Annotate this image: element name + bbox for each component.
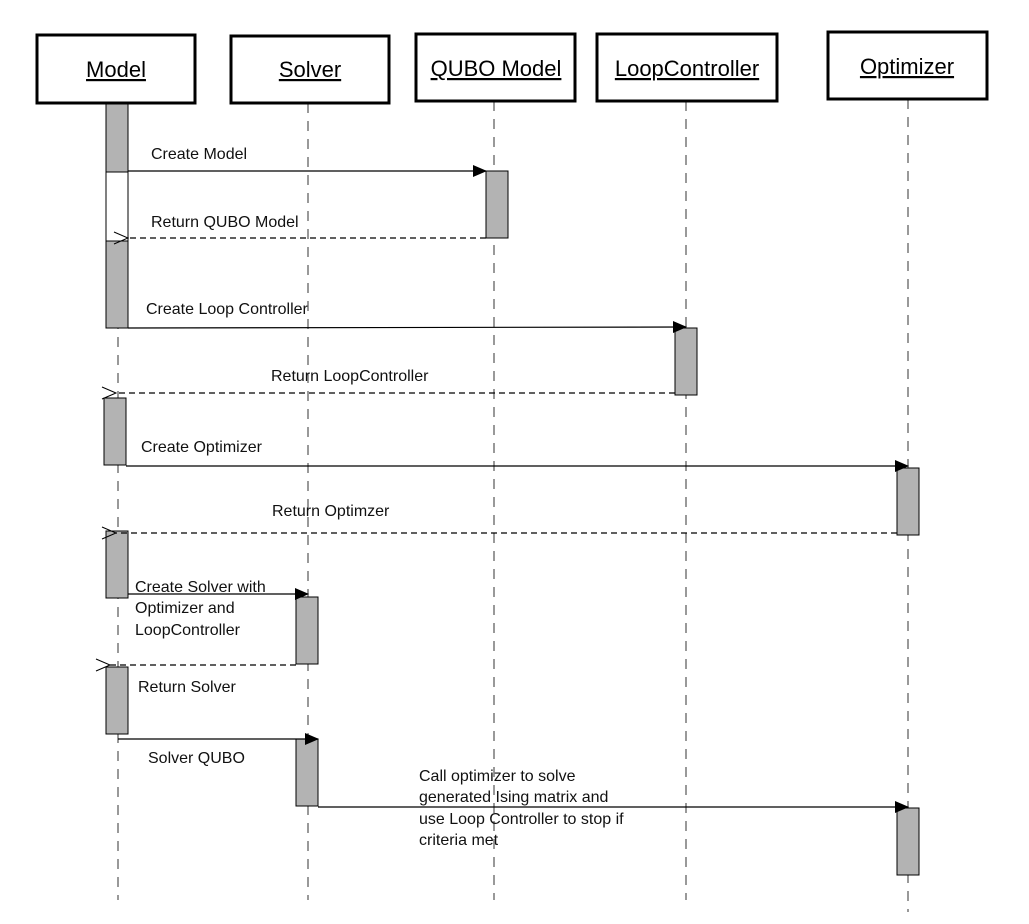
message-label-create-model: Create Model: [151, 146, 247, 163]
activation-bar: [896, 467, 920, 536]
activation-bar: [105, 171, 129, 242]
message-label-line: LoopController: [135, 622, 241, 639]
activation-bar: [105, 666, 129, 735]
actor-loopcontroller: LoopController: [595, 32, 779, 103]
actor-optimizer: Optimizer: [826, 30, 989, 101]
message-label-line: use Loop Controller to stop if: [419, 811, 624, 828]
actor-box: [414, 32, 577, 103]
message-label-solver-qubo: Solver QUBO: [148, 750, 245, 767]
activation-bar: [105, 240, 129, 329]
activation-bar: [103, 397, 127, 466]
message-labels: Create Model Return QUBO Model Create Lo…: [135, 146, 628, 849]
message-label-return-qubo-model: Return QUBO Model: [151, 214, 299, 231]
activation-bar: [105, 530, 129, 599]
message-label-line: Create Solver with: [135, 579, 266, 596]
activation-bar: [674, 327, 698, 396]
actor-label: QUBO Model: [431, 56, 562, 81]
activation-bar: [295, 738, 319, 807]
message-label-call-optimizer: Call optimizer to solve generated Ising …: [419, 768, 628, 849]
activation-bar: [105, 102, 129, 173]
message-label-return-optimizer: Return Optimzer: [272, 503, 390, 520]
messages: [110, 165, 909, 813]
message-label-return-loopcontroller: Return LoopController: [271, 368, 429, 385]
actor-label: Optimizer: [860, 54, 954, 79]
actor-qubo-model: QUBO Model: [414, 32, 577, 103]
actor-model: Model: [35, 33, 197, 105]
activations: [103, 102, 920, 876]
message-label-line: criteria met: [419, 832, 499, 849]
actor-box: [229, 34, 391, 105]
message-label-line: Optimizer and: [135, 600, 235, 617]
message-label-create-optimizer: Create Optimizer: [141, 439, 263, 456]
actor-box: [35, 33, 197, 105]
message-arrow-create-loop-controller: [127, 321, 687, 334]
actor-label: Solver: [279, 57, 341, 82]
message-label-create-loop-controller: Create Loop Controller: [146, 301, 309, 318]
message-label-line: Call optimizer to solve: [419, 768, 576, 785]
actor-solver: Solver: [229, 34, 391, 105]
actor-box: [826, 30, 989, 101]
message-label-line: generated Ising matrix and: [419, 789, 608, 806]
actor-label: LoopController: [615, 56, 759, 81]
message-label-return-solver: Return Solver: [138, 679, 236, 696]
actor-label: Model: [86, 57, 146, 82]
actors: Model Solver QUBO Model LoopController O…: [35, 30, 989, 105]
activation-bar: [295, 596, 319, 665]
actor-box: [595, 32, 779, 103]
activation-bar: [485, 170, 509, 239]
activation-bar: [896, 807, 920, 876]
message-label-create-solver: Create Solver with Optimizer and LoopCon…: [135, 579, 270, 639]
